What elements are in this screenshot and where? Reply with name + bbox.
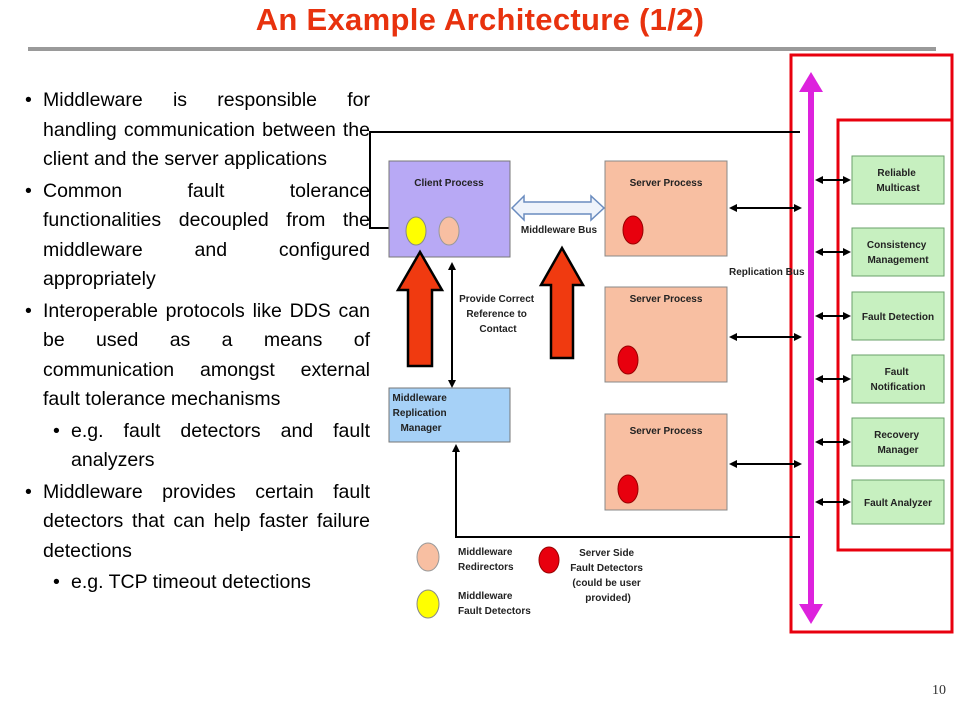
bullet-item: Middleware is responsible for handling c… bbox=[25, 86, 370, 175]
fault-detection-box bbox=[851, 291, 945, 341]
recovery-manager-label: Recovery Manager bbox=[874, 430, 922, 456]
fault-analyzer-box bbox=[851, 479, 945, 525]
legend-server-side-label: Server Side Fault Detectors (could be us… bbox=[570, 548, 646, 604]
fault-detection-label: Fault Detection bbox=[862, 312, 934, 323]
reliable-multicast-label: Reliable Multicast bbox=[876, 168, 920, 194]
bullet-item: Interoperable protocols like DDS can be … bbox=[25, 297, 370, 415]
title-divider bbox=[28, 47, 936, 51]
ft-bus-outline bbox=[789, 53, 954, 634]
consistency-management-label: Consistency Management bbox=[867, 240, 929, 266]
server-side-fault-detector-1 bbox=[622, 215, 644, 245]
page-number: 10 bbox=[932, 683, 946, 698]
sub-bullet-item: e.g. fault detectors and fault analyzers bbox=[53, 417, 370, 476]
slide-title: An Example Architecture (1/2) bbox=[255, 2, 705, 37]
legend-server-side-dot bbox=[538, 546, 560, 574]
fault-notification-label: Fault Notification bbox=[871, 367, 926, 393]
fault-notification-box bbox=[851, 354, 945, 404]
replication-bus-label: Replication Bus bbox=[729, 267, 805, 278]
server-process-label-2: Server Process bbox=[630, 294, 703, 305]
up-arrow-right bbox=[538, 245, 586, 360]
replication-bus-top-head bbox=[799, 72, 823, 92]
legend-redirector-label: Middleware Redirectors bbox=[458, 547, 515, 573]
replication-manager-label: Middleware Replication Manager bbox=[392, 393, 449, 434]
middleware-bus-label: Middleware Bus bbox=[521, 225, 598, 236]
server-side-fault-detector-3 bbox=[617, 474, 639, 504]
client-process-label: Client Process bbox=[414, 178, 484, 189]
server-process-box-1 bbox=[604, 160, 728, 257]
reliable-multicast-box bbox=[851, 155, 945, 205]
legend-redirector-dot bbox=[416, 542, 440, 572]
server-side-fault-detector-2 bbox=[617, 345, 639, 375]
consistency-management-box bbox=[851, 227, 945, 277]
middleware-redirector-dot bbox=[438, 216, 460, 246]
legend-fault-detector-label: Middleware Fault Detectors bbox=[458, 591, 531, 617]
sub-bullet-item: e.g. TCP timeout detections bbox=[53, 568, 370, 598]
bullet-item: Common fault tolerance functionalities d… bbox=[25, 177, 370, 295]
replication-bus-bottom-head bbox=[799, 604, 823, 624]
middleware-bus-arrow bbox=[510, 194, 606, 222]
up-arrow-left bbox=[395, 249, 445, 368]
ft-services-outline bbox=[836, 118, 954, 552]
replication-manager-box bbox=[388, 387, 511, 443]
bullet-item: Middleware provides certain fault detect… bbox=[25, 478, 370, 567]
recovery-manager-box bbox=[851, 417, 945, 467]
bus-to-replication-manager-line bbox=[452, 444, 800, 538]
middleware-fault-detector-dot bbox=[405, 216, 427, 246]
bullet-list: Middleware is responsible for handling c… bbox=[25, 86, 370, 600]
server-process-label-1: Server Process bbox=[630, 178, 703, 189]
legend-fault-detector-dot bbox=[416, 589, 440, 619]
server-process-label-3: Server Process bbox=[630, 426, 703, 437]
bus-to-client-line bbox=[369, 131, 800, 232]
fault-analyzer-label: Fault Analyzer bbox=[864, 498, 932, 509]
provide-reference-label: Provide Correct Reference to Contact bbox=[459, 294, 537, 335]
